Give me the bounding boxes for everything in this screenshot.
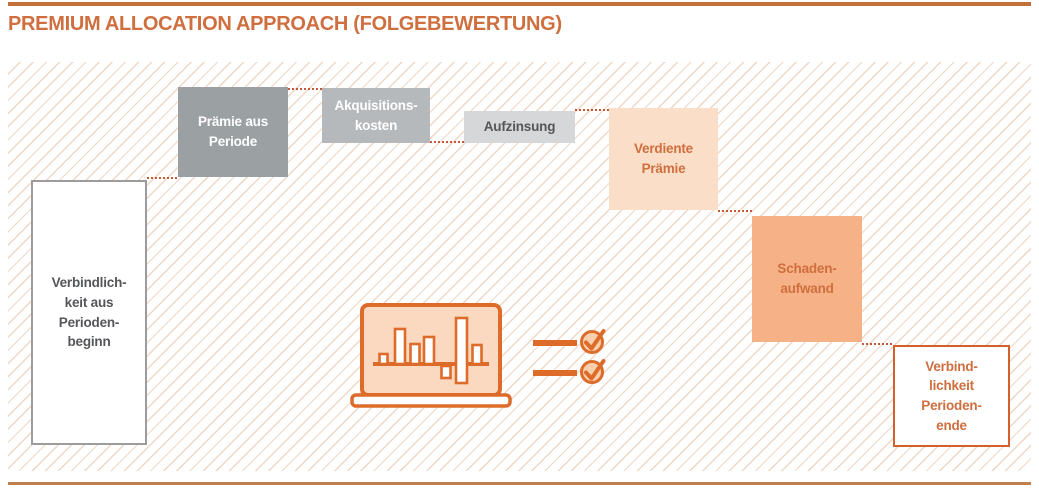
connector-dotted-line [862, 343, 893, 345]
bottom-divider-bar [8, 482, 1031, 485]
connector-dotted-line [718, 210, 752, 212]
box-liability-begin: Verbindlich- keit aus Perioden- beginn [31, 180, 147, 445]
box-interest-accretion: Aufzinsung [464, 111, 575, 143]
connector-dotted-line [147, 177, 178, 179]
laptop-chart-icon [350, 303, 512, 408]
box-premium-period: Prämie aus Periode [178, 87, 288, 177]
box-acquisition-costs: Akquisitions- kosten [322, 88, 430, 143]
box-liability-end: Verbind- lichkeit Perioden- ende [893, 345, 1010, 447]
connector-dotted-line [575, 109, 609, 111]
page-title: PREMIUM ALLOCATION APPROACH (FOLGEBEWERT… [8, 13, 562, 35]
connector-dotted-line [288, 88, 322, 90]
box-earned-premium: Verdiente Prämie [609, 108, 718, 210]
connector-dotted-line [430, 141, 464, 143]
checklist-checkmarks-icon [533, 329, 606, 384]
box-claims-expense: Schaden- aufwand [752, 216, 862, 342]
top-divider-bar [8, 2, 1031, 6]
